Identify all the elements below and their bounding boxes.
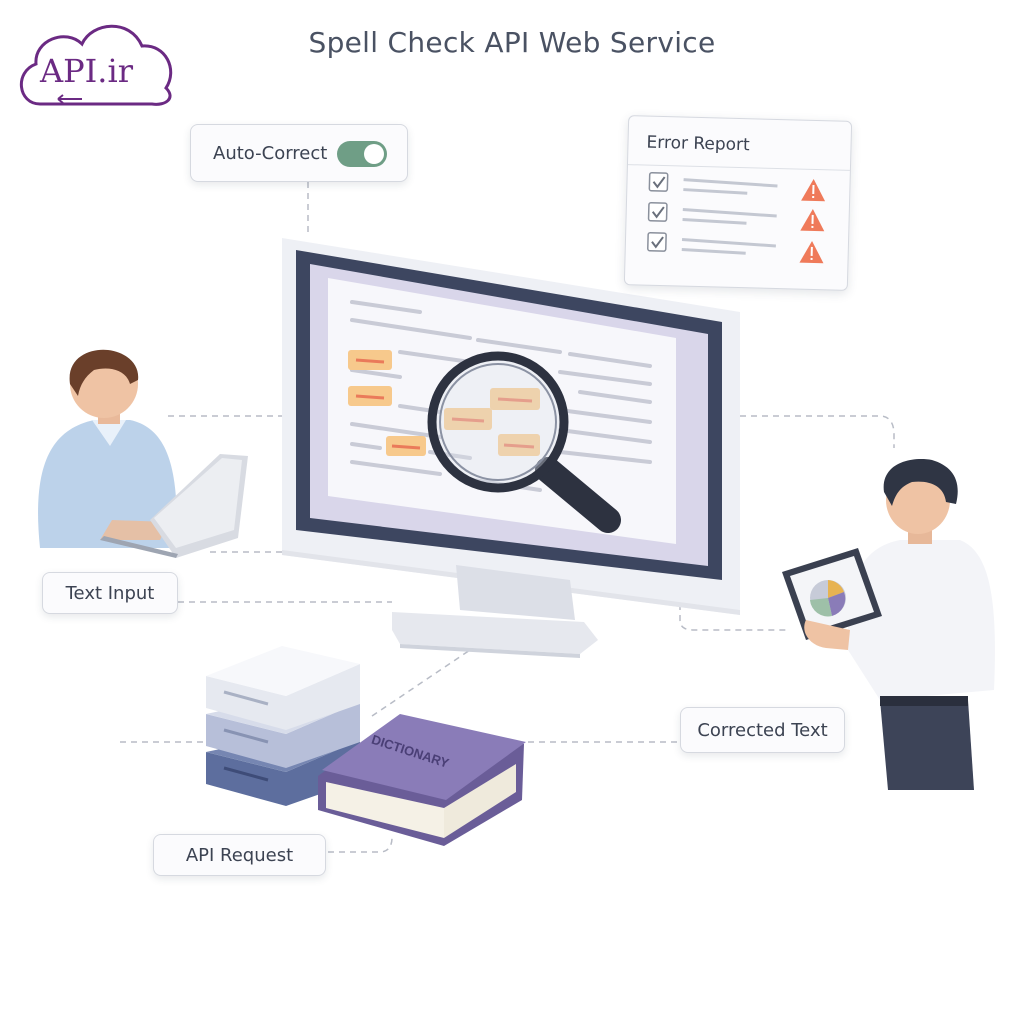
auto-correct-label: Auto-Correct [213,142,328,164]
auto-correct-toggle[interactable] [337,141,387,167]
warning-icon [799,240,824,264]
connector-lines [120,182,895,853]
error-report-card: Error Report [623,115,853,291]
api-logo-cloud-icon [19,24,173,106]
text-input-label: Text Input [42,572,178,614]
toggle-knob [364,144,384,164]
auto-correct-card: Auto-Correct [190,124,408,182]
check-icon [647,201,668,222]
monitor [282,238,740,658]
dictionary-book-icon: DICTIONARY [318,714,526,846]
person-with-laptop [38,349,248,558]
magnifying-glass-icon [427,351,621,533]
logo-text: API.ir [40,52,133,90]
error-report-rows [647,171,826,264]
warning-icon [801,178,826,202]
check-icon [647,231,667,252]
server-stack-icon [206,646,360,806]
corrected-text-label: Corrected Text [680,707,845,753]
person-with-tablet [782,459,995,790]
page-title: Spell Check API Web Service [308,26,716,59]
api-request-label: API Request [153,834,326,876]
highlighted-errors [348,350,540,456]
warning-icon [800,208,825,232]
check-icon [648,171,669,192]
